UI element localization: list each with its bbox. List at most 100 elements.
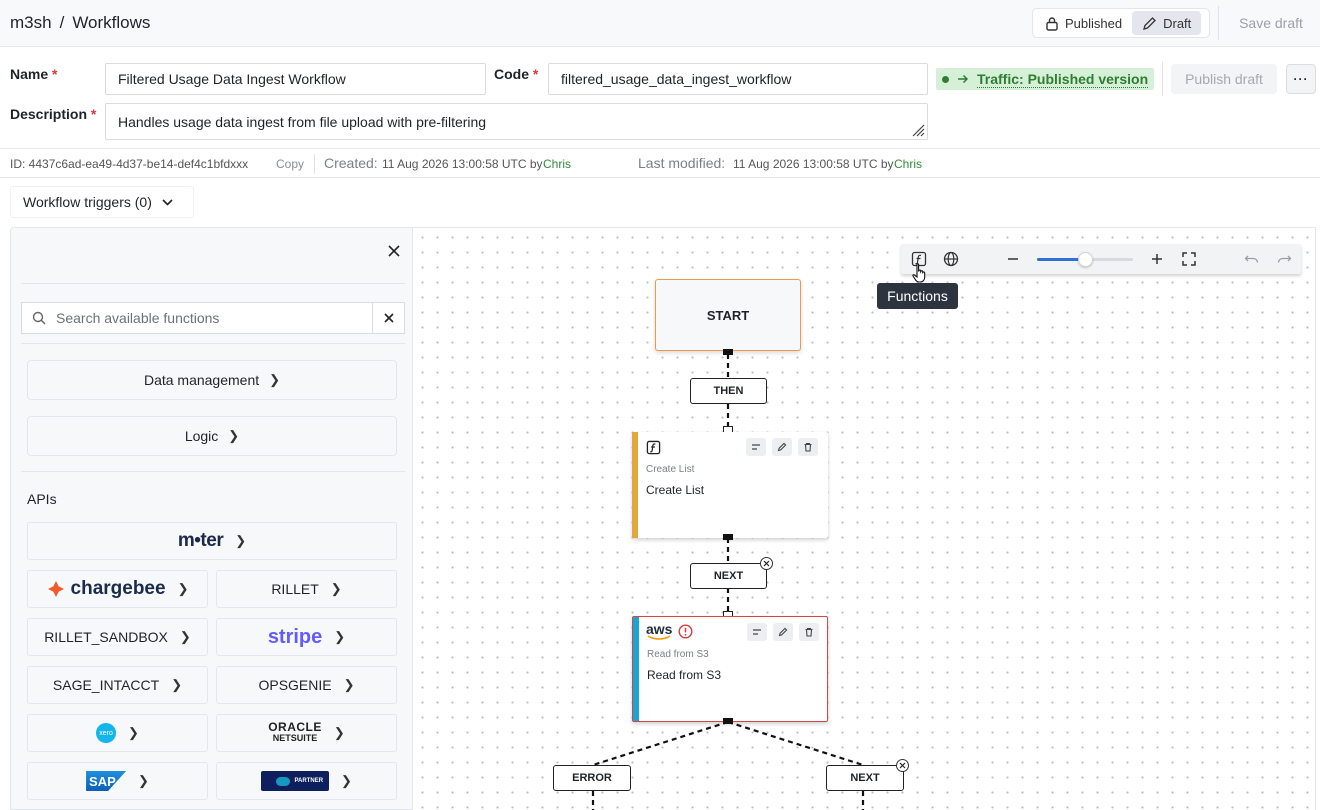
publish-draft-button[interactable]: Publish draft bbox=[1171, 64, 1277, 94]
status-dot-icon bbox=[942, 75, 949, 83]
start-node[interactable]: START bbox=[655, 279, 801, 351]
category-logic[interactable]: Logic❯ bbox=[27, 416, 397, 456]
api-stripe[interactable]: stripe❯ bbox=[216, 618, 397, 656]
divider bbox=[21, 283, 405, 284]
workflow-triggers-label: Workflow triggers (0) bbox=[23, 194, 152, 210]
node-delete-button[interactable] bbox=[799, 623, 819, 641]
name-field[interactable]: Filtered Usage Data Ingest Workflow bbox=[105, 63, 486, 95]
zoom-slider-handle[interactable] bbox=[1078, 252, 1093, 267]
api-opsgenie[interactable]: OPSGENIE❯ bbox=[216, 666, 397, 704]
remove-connector-button[interactable] bbox=[760, 557, 773, 570]
hand-cursor-icon bbox=[912, 263, 926, 283]
node-settings-button[interactable] bbox=[746, 438, 766, 456]
clear-search-button[interactable] bbox=[373, 302, 405, 334]
chevron-right-icon: ❯ bbox=[334, 629, 346, 644]
node-function-name: Create List bbox=[646, 464, 695, 475]
create-list-node[interactable]: Create List Create List bbox=[632, 432, 828, 538]
node-actions bbox=[746, 438, 818, 456]
zoom-slider[interactable] bbox=[1037, 252, 1133, 267]
undo-button[interactable] bbox=[1242, 249, 1262, 269]
workflow-id: ID: 4437c6ad-ea49-4d37-be14-def4c1bfdxxx bbox=[10, 157, 249, 171]
output-port[interactable] bbox=[723, 534, 733, 540]
last-modified-label: Last modified: bbox=[638, 155, 726, 171]
api-sage-intacct[interactable]: SAGE_INTACCT❯ bbox=[27, 666, 208, 704]
next-connector[interactable]: NEXT bbox=[826, 765, 904, 791]
pencil-icon bbox=[1143, 16, 1157, 30]
version-mode-toggle: Published Draft bbox=[1032, 8, 1210, 38]
created-by-link[interactable]: Chris bbox=[543, 157, 572, 171]
resize-handle-icon[interactable] bbox=[909, 121, 925, 137]
next-connector[interactable]: NEXT bbox=[690, 563, 767, 589]
remove-connector-button[interactable] bbox=[896, 759, 909, 772]
breadcrumb-workflows[interactable]: Workflows bbox=[72, 13, 151, 32]
sliders-icon bbox=[753, 629, 761, 635]
then-connector[interactable]: THEN bbox=[690, 378, 767, 404]
traffic-status-badge[interactable]: Traffic: Published version bbox=[936, 68, 1154, 90]
divider bbox=[21, 343, 405, 344]
api-rillet[interactable]: RILLET❯ bbox=[216, 570, 397, 608]
chevron-right-icon: ❯ bbox=[138, 773, 149, 788]
fullscreen-button[interactable] bbox=[1179, 249, 1199, 269]
chevron-right-icon: ❯ bbox=[128, 725, 139, 740]
api-salesforce-partner[interactable]: PARTNER ❯ bbox=[216, 762, 397, 800]
api-meter[interactable]: m•ter ❯ bbox=[27, 522, 397, 560]
description-field[interactable]: Handles usage data ingest from file uplo… bbox=[105, 103, 928, 140]
zoom-in-button[interactable] bbox=[1147, 249, 1167, 269]
chevron-right-icon: ❯ bbox=[269, 372, 281, 387]
xero-logo: xero bbox=[96, 723, 117, 743]
more-options-button[interactable]: ··· bbox=[1286, 64, 1316, 94]
read-from-s3-node[interactable]: aws Read from S3 Read from S3 bbox=[632, 616, 828, 722]
node-accent-bar bbox=[633, 617, 639, 721]
code-field[interactable]: filtered_usage_data_ingest_workflow bbox=[548, 63, 928, 95]
search-placeholder: Search available functions bbox=[56, 310, 220, 326]
api-chargebee[interactable]: chargebee ❯ bbox=[27, 570, 208, 608]
globe-icon bbox=[943, 251, 959, 267]
oracle-netsuite-logo: ORACLE NETSUITE bbox=[268, 720, 322, 743]
description-label: Description * bbox=[10, 106, 97, 122]
node-delete-button[interactable] bbox=[798, 438, 818, 456]
api-oracle-netsuite[interactable]: ORACLE NETSUITE ❯ bbox=[216, 714, 397, 752]
chevron-right-icon: ❯ bbox=[343, 677, 355, 692]
output-port[interactable] bbox=[723, 718, 733, 724]
undo-icon bbox=[1244, 255, 1259, 263]
api-xero[interactable]: xero ❯ bbox=[27, 714, 208, 752]
pencil-icon bbox=[778, 627, 788, 637]
workflow-canvas[interactable]: Functions START THEN Create List Create … bbox=[413, 227, 1316, 810]
functions-panel: Search available functions Data manageme… bbox=[10, 227, 413, 810]
published-mode-button[interactable]: Published bbox=[1035, 11, 1132, 35]
created-label: Created: bbox=[324, 155, 378, 171]
category-data-management[interactable]: Data management❯ bbox=[27, 360, 397, 400]
globe-button[interactable] bbox=[941, 249, 961, 269]
node-settings-button[interactable] bbox=[747, 623, 767, 641]
zoom-out-button[interactable] bbox=[1003, 249, 1023, 269]
name-label: Name * bbox=[10, 66, 58, 82]
copy-id-button[interactable]: Copy bbox=[276, 157, 305, 171]
workflow-meta-row: ID: 4437c6ad-ea49-4d37-be14-def4c1bfdxxx… bbox=[0, 148, 1320, 178]
modified-by-link[interactable]: Chris bbox=[894, 157, 923, 171]
output-port[interactable] bbox=[723, 349, 733, 355]
redo-button[interactable] bbox=[1274, 249, 1294, 269]
code-label: Code * bbox=[494, 66, 539, 82]
save-draft-button[interactable]: Save draft bbox=[1239, 15, 1303, 31]
breadcrumb-org[interactable]: m3sh bbox=[10, 13, 52, 32]
salesforce-partner-logo: PARTNER bbox=[261, 771, 330, 791]
connection-lines bbox=[591, 354, 865, 810]
node-edit-button[interactable] bbox=[773, 623, 793, 641]
function-icon bbox=[646, 440, 661, 455]
api-rillet-sandbox[interactable]: RILLET_SANDBOX❯ bbox=[27, 618, 208, 656]
search-functions-input[interactable]: Search available functions bbox=[21, 302, 373, 334]
sap-logo: SAP bbox=[86, 771, 127, 791]
apis-heading: APIs bbox=[27, 491, 57, 507]
workflow-triggers-dropdown[interactable]: Workflow triggers (0) bbox=[10, 186, 194, 218]
close-icon bbox=[383, 313, 394, 323]
draft-label: Draft bbox=[1163, 15, 1192, 31]
api-sap[interactable]: SAP ❯ bbox=[27, 762, 208, 800]
draft-mode-button[interactable]: Draft bbox=[1132, 11, 1202, 35]
node-title: Read from S3 bbox=[647, 668, 722, 682]
close-icon[interactable] bbox=[385, 242, 403, 260]
node-actions bbox=[747, 623, 819, 641]
top-bar: m3sh/Workflows Published Draft Save draf… bbox=[0, 0, 1320, 47]
node-edit-button[interactable] bbox=[772, 438, 792, 456]
chevron-right-icon: ❯ bbox=[235, 533, 247, 548]
error-connector[interactable]: ERROR bbox=[553, 765, 631, 791]
